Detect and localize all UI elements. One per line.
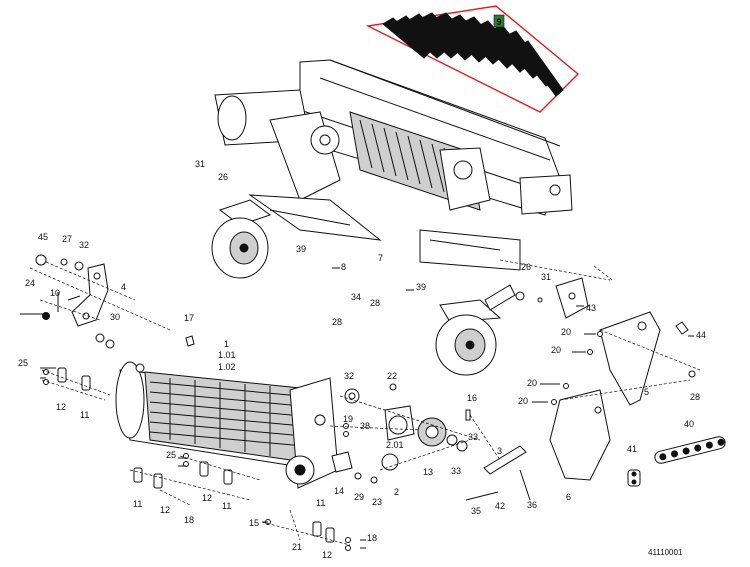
callout-22: 22: [387, 371, 397, 381]
gauge-wheel-left: [211, 199, 272, 279]
pickup-frame: [214, 59, 573, 271]
figure-number: 41110001: [648, 548, 683, 557]
callout-14: 14: [334, 486, 344, 496]
callout-41: 41: [627, 444, 637, 454]
callout-11: 11: [133, 499, 142, 509]
callout-7: 7: [378, 253, 383, 263]
callout-26: 26: [218, 172, 228, 182]
callout-5: 5: [644, 387, 649, 397]
callout-11: 11: [222, 501, 231, 511]
callout-25: 25: [18, 358, 28, 368]
callout-1: 1: [224, 339, 229, 349]
callout-18: 18: [184, 515, 194, 525]
drive-chain: [627, 436, 726, 487]
callout-20: 20: [551, 345, 561, 355]
callout-12: 12: [56, 402, 66, 412]
highlight-badge: [493, 14, 505, 28]
callout-28: 28: [332, 317, 342, 327]
callout-35: 35: [471, 506, 481, 516]
callout-17: 17: [184, 313, 194, 323]
callout-8: 8: [341, 262, 346, 272]
callout-31: 31: [541, 272, 551, 282]
callout-27: 27: [62, 234, 72, 244]
callout-12: 12: [322, 550, 332, 560]
callout-36: 36: [527, 500, 537, 510]
callout-15: 15: [249, 518, 259, 528]
callout-11: 11: [80, 410, 89, 420]
callout-32: 32: [344, 371, 354, 381]
callout-20: 20: [527, 378, 537, 388]
right-guards: [499, 259, 701, 481]
callout-30: 30: [110, 312, 120, 322]
callout-1-01: 1.01: [218, 350, 236, 360]
drive-train: [329, 383, 531, 501]
callout-40: 40: [684, 419, 694, 429]
callout-25: 25: [166, 450, 176, 460]
callout-33: 33: [451, 466, 461, 476]
callout-21: 21: [292, 542, 302, 552]
callout-34: 34: [351, 292, 361, 302]
callout-4: 4: [121, 282, 126, 292]
callout-18: 18: [367, 533, 377, 543]
callout-19: 19: [343, 414, 353, 424]
callout-12: 12: [160, 505, 170, 515]
hardware-bottom-left: [129, 453, 261, 506]
callout-45: 45: [38, 232, 48, 242]
callout-43: 43: [586, 303, 596, 313]
callout-42: 42: [495, 501, 505, 511]
left-bracket-assembly: [20, 254, 171, 349]
callout-20: 20: [518, 396, 528, 406]
callout-26: 26: [521, 262, 531, 272]
callout-10: 10: [50, 288, 60, 298]
callout-16: 16: [467, 393, 477, 403]
callout-39: 39: [296, 244, 306, 254]
callout-2: 2: [394, 487, 399, 497]
callout-3: 3: [497, 446, 502, 456]
tine-group-highlight[interactable]: 9: [365, 5, 580, 113]
callout-11: 11: [316, 498, 325, 508]
callout-13: 13: [423, 467, 433, 477]
callout-20: 20: [561, 327, 571, 337]
callout-23: 23: [372, 497, 382, 507]
callout-32: 32: [79, 240, 89, 250]
callout-6: 6: [566, 492, 571, 502]
callout-2-01: 2.01: [386, 440, 404, 450]
highlight-label: 9: [496, 17, 501, 27]
callout-31: 31: [195, 159, 205, 169]
callout-1-02: 1.02: [218, 362, 236, 372]
callout-12: 12: [202, 493, 212, 503]
callout-24: 24: [25, 278, 35, 288]
callout-39: 39: [416, 282, 426, 292]
callout-28: 28: [370, 298, 380, 308]
leader-lines: [40, 267, 694, 549]
callout-33: 33: [468, 432, 478, 442]
hardware-left-lower: [41, 367, 111, 401]
callout-29: 29: [354, 492, 364, 502]
hardware-bottom-center: [261, 509, 351, 551]
gauge-wheel-right: [435, 284, 516, 376]
tines: [382, 12, 564, 97]
callout-38: 38: [360, 421, 370, 431]
callout-labels: 45 27 32 4 24 10 30 31 26 39 8 34 28 28 …: [18, 159, 706, 560]
callout-44: 44: [696, 330, 706, 340]
callout-28: 28: [690, 392, 700, 402]
